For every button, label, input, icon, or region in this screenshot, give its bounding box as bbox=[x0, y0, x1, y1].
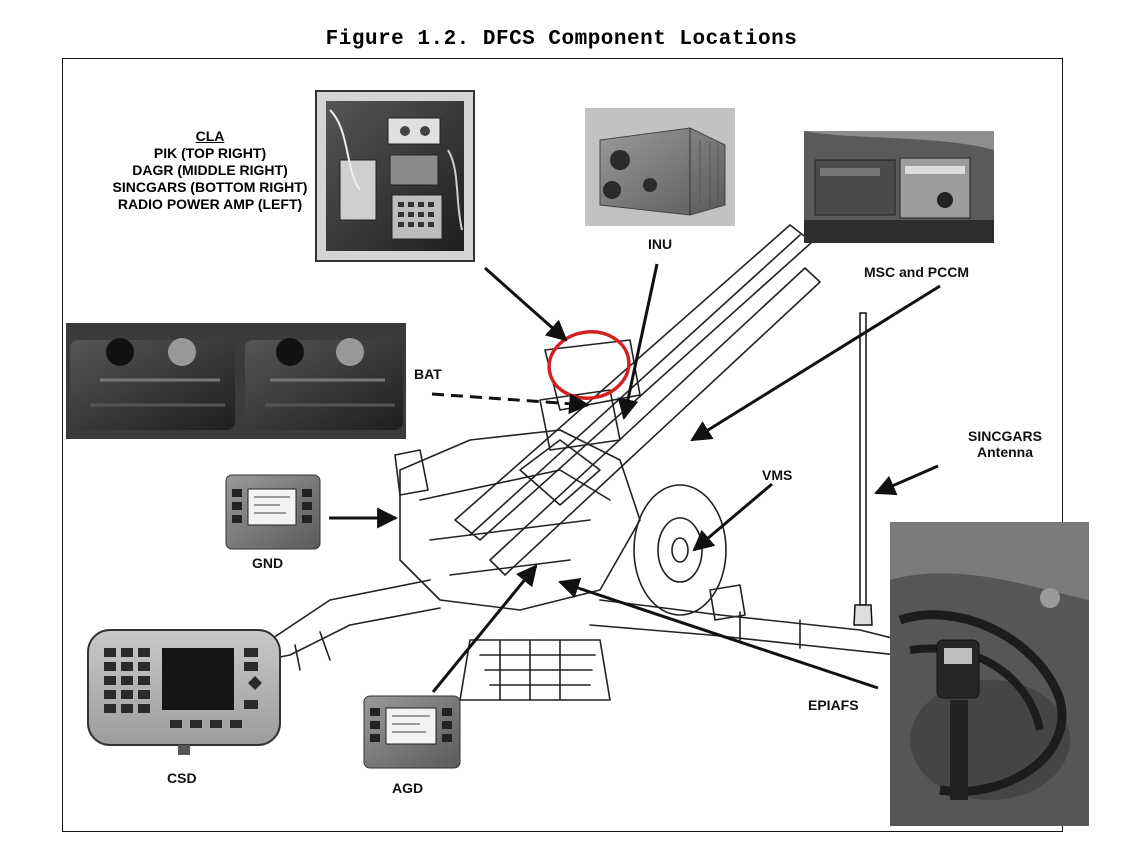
highlight-circle bbox=[547, 330, 631, 400]
epiafs-photo-icon bbox=[890, 522, 1089, 826]
label-sincgars-antenna-line1: SINCGARS bbox=[968, 428, 1042, 444]
label-sincgars-antenna-line2: Antenna bbox=[977, 444, 1033, 460]
cla-line-pik: PIK (TOP RIGHT) bbox=[153, 145, 267, 161]
cla-line-dagr: DAGR (MIDDLE RIGHT) bbox=[132, 162, 288, 178]
gnd-display-photo-icon bbox=[225, 474, 321, 550]
arrow-bat bbox=[431, 392, 591, 415]
arrow-epiafs bbox=[558, 578, 879, 690]
label-csd: CSD bbox=[167, 770, 197, 786]
label-vms: VMS bbox=[762, 467, 793, 483]
arrow-cla bbox=[484, 266, 568, 342]
figure-title: Figure 1.2. DFCS Component Locations bbox=[325, 28, 798, 51]
label-msc-pccm: MSC and PCCM bbox=[864, 264, 969, 280]
agd-display-photo-icon bbox=[363, 695, 461, 769]
label-sincgars-antenna: SINCGARS Antenna bbox=[960, 428, 1050, 460]
sincgars-antenna-icon bbox=[853, 312, 873, 626]
label-agd: AGD bbox=[392, 780, 424, 796]
cla-heading: CLA bbox=[195, 128, 225, 144]
arrow-antenna bbox=[874, 464, 939, 496]
battery-photo-icon bbox=[66, 323, 406, 439]
csd-display-photo-icon bbox=[87, 629, 281, 755]
cla-line-sincgars: SINCGARS (BOTTOM RIGHT) bbox=[112, 179, 308, 195]
cla-line-radio-power-amp: RADIO POWER AMP (LEFT) bbox=[117, 196, 303, 212]
msc-pccm-photo-icon bbox=[804, 131, 994, 243]
arrow-agd bbox=[431, 564, 538, 693]
label-epiafs: EPIAFS bbox=[808, 697, 859, 713]
label-inu: INU bbox=[648, 236, 673, 252]
arrow-inu bbox=[617, 263, 659, 421]
arrow-msc bbox=[690, 284, 941, 442]
label-bat: BAT bbox=[414, 366, 442, 382]
cla-description: CLA PIK (TOP RIGHT) DAGR (MIDDLE RIGHT) … bbox=[90, 128, 330, 213]
howitzer-outline-icon bbox=[234, 224, 901, 701]
arrow-vms bbox=[692, 482, 773, 552]
cla-box-photo-icon bbox=[315, 90, 475, 262]
label-gnd: GND bbox=[252, 555, 284, 571]
inu-unit-photo-icon bbox=[585, 108, 735, 226]
